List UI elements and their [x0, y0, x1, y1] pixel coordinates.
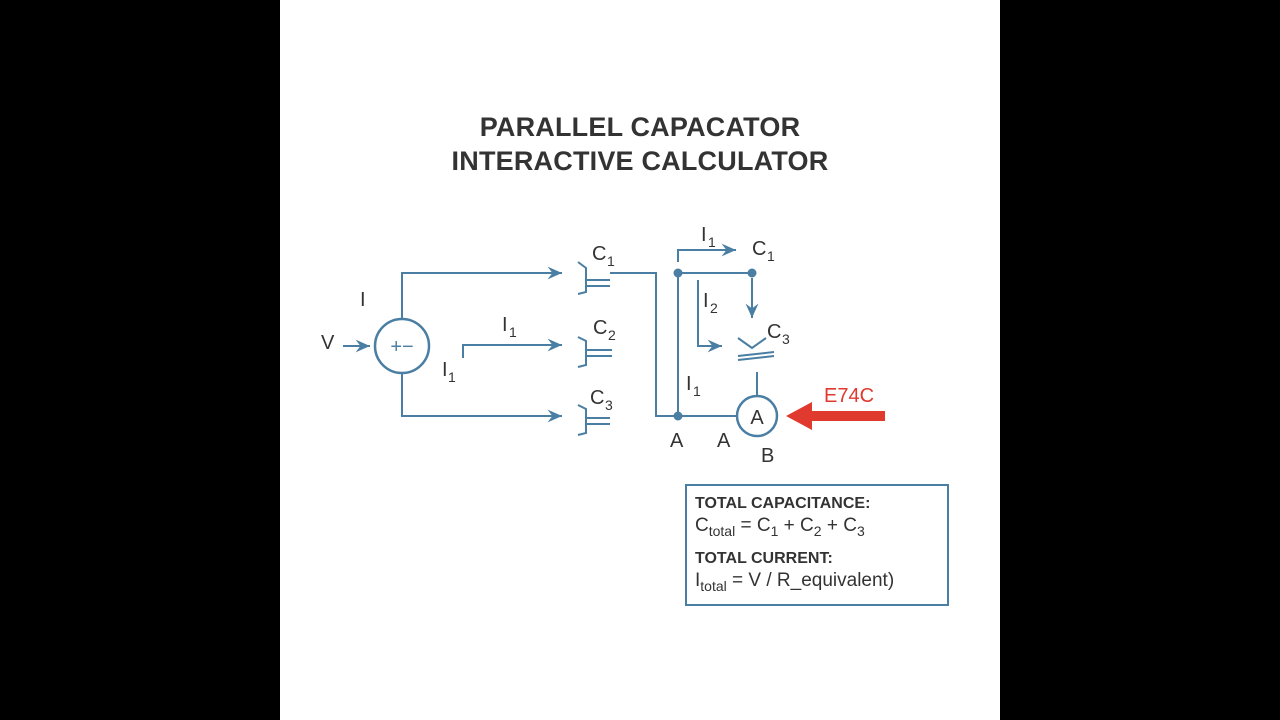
capacitance-formula: Ctotal = C1 + C2 + C3	[695, 514, 939, 543]
capacitor-c1: C 1	[577, 243, 650, 295]
source-section: I V +− I 1 I 1	[321, 266, 562, 423]
wire-top	[401, 266, 562, 319]
title-line-1: PARALLEL CAPACATOR	[479, 112, 801, 142]
cap-t1-sub: 1	[770, 522, 779, 539]
cur-lhs-sub: total	[700, 577, 727, 594]
title-line-2: INTERACTIVE CALCULATOR	[451, 146, 829, 176]
current-arrow-mid	[697, 280, 722, 353]
branch-current-label: I	[502, 314, 508, 336]
junction-top	[673, 268, 683, 278]
cap-lhs: C	[695, 515, 709, 536]
capacitor-c2-icon	[577, 336, 612, 368]
capacitor-c2-label: C	[593, 317, 607, 339]
wire-bottom	[401, 373, 562, 423]
capacitor-c2: C 2	[577, 317, 616, 368]
cap-t3-sub: 3	[856, 522, 865, 539]
source-polarity: +−	[390, 336, 413, 358]
junction-top-right	[747, 268, 757, 278]
left-current-sub: 1	[448, 369, 456, 385]
capacitance-heading: TOTAL CAPACITANCE:	[695, 495, 871, 512]
annotation: E74C	[786, 385, 885, 430]
capacitor-c3-icon	[577, 404, 610, 436]
wire-bus-left	[628, 272, 678, 417]
voltage-label: V	[321, 332, 335, 354]
mid-cap-label: C	[767, 321, 781, 343]
low-current-label: I	[686, 373, 692, 395]
cap-t2: C	[800, 515, 814, 536]
formula-box: TOTAL CAPACITANCE: Ctotal = C1 + C2 + C3…	[685, 484, 949, 606]
top-current-label: I	[701, 224, 707, 246]
right-network: I 1 C 1 I 2 C 3 I 1 A A A B	[628, 224, 790, 467]
node-a-1: A	[670, 430, 684, 452]
source-current-label: I	[360, 289, 366, 311]
ammeter-symbol: A	[750, 407, 764, 429]
annotation-label: E74C	[824, 385, 874, 407]
capacitor-c3-label: C	[590, 387, 604, 409]
cur-lhs: I	[695, 569, 701, 591]
current-heading: TOTAL CURRENT:	[695, 549, 833, 567]
ammeter-icon	[735, 394, 779, 438]
current-arrow-top	[677, 243, 736, 262]
capacitor-c1-icon	[577, 261, 650, 295]
top-cap-sub: 1	[767, 248, 775, 264]
node-a-2: A	[717, 430, 731, 452]
cap-plus1: +	[778, 515, 801, 536]
capacitor-c3-sub: 3	[605, 397, 613, 413]
capacitor-c1-label: C	[592, 243, 606, 265]
wire-middle	[462, 338, 562, 358]
cap-t1: C	[756, 515, 771, 536]
top-current-sub: 1	[708, 234, 716, 250]
capacitor-c3: C 3	[577, 387, 613, 436]
branch-current-sub: 1	[509, 324, 517, 340]
mid-current-sub: 2	[710, 300, 718, 316]
cap-lhs-sub: total	[708, 522, 736, 539]
mid-current-label: I	[703, 290, 709, 312]
current-formula: Itotal = V / R_equivalent)	[695, 569, 939, 598]
node-b: B	[761, 445, 774, 467]
capacitor-c3-right-icon	[737, 337, 775, 361]
top-cap-label: C	[752, 238, 766, 260]
cap-plus2: +	[821, 515, 844, 536]
cap-t2-sub: 2	[813, 522, 822, 539]
cur-rhs: = V / R_equivalent)	[726, 569, 895, 591]
left-current-label: I	[442, 359, 448, 381]
low-current-sub: 1	[693, 383, 701, 399]
capacitor-c1-sub: 1	[607, 253, 615, 269]
capacitor-c2-sub: 2	[608, 327, 616, 343]
red-arrow-icon	[786, 402, 885, 430]
cap-eq: =	[735, 515, 757, 536]
mid-cap-sub: 3	[782, 331, 790, 347]
cap-t3: C	[843, 515, 857, 536]
